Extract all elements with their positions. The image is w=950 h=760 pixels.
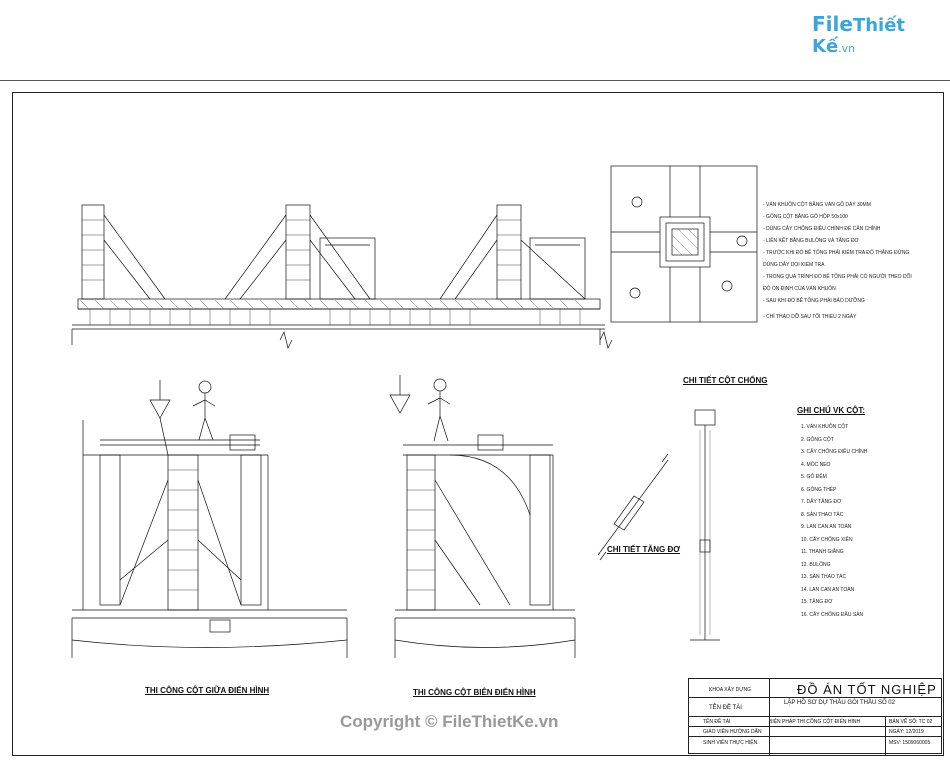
plan-note: - GÔNG CỘT BẰNG GỖ HỘP 50x100 [763,214,848,220]
note-item: 6. GÔNG THÉP [801,486,837,493]
logo-brand-text: Thiết Kế [812,15,906,57]
note-item: 4. MÓC NEO [801,461,831,468]
tb-topic-label: TÊN ĐỀ TÀI [709,705,742,711]
tb-left-label-2: TÊN ĐỀ TÀI [703,719,731,725]
tb-left-label-3: GIÁO VIÊN HƯỚNG DẪN [703,729,762,735]
drawing-frame [12,92,944,756]
edge-column-view [389,375,576,658]
note-item: 3. CÂY CHỐNG ĐIỀU CHỈNH [801,449,868,455]
section-title-edge-column: THI CÔNG CỘT BIÊN ĐIỂN HÌNH [413,688,536,697]
note-item: 16. CÂY CHỐNG ĐẦU SÀN [801,611,864,618]
note-item: 1. VÁN KHUÔN CỘT [801,424,849,430]
note-item: 15. TĂNG ĐƠ [801,599,833,605]
header-divider [0,80,950,81]
plan-note: - DÙNG CÂY CHỐNG ĐIỀU CHỈNH ĐỂ CĂN CHỈNH [763,226,881,232]
logo-file-text: File [812,12,853,36]
note-item: 7. DÂY TĂNG ĐƠ [801,499,842,505]
logo-tld-text: .vn [838,42,856,55]
tb-date: NGÀY: 12/2019 [889,729,924,735]
tb-subtitle: LẬP HỒ SƠ DỰ THẦU GÓI THẦU SỐ 02 [784,700,895,706]
note-item: 5. GỖ ĐỆM [801,474,827,480]
note-item: 13. SÀN THAO TÁC [801,574,847,580]
tb-student-id: MSV: 1509060005 [889,740,931,746]
elevation-view [71,204,613,350]
tb-left-label: KHOA XÂY DỰNG [709,687,751,693]
title-block: KHOA XÂY DỰNG ĐỒ ÁN TỐT NGHIỆP LẬP HỒ SƠ… [688,678,942,755]
note-item: 9. LAN CAN AN TOÀN [801,524,852,530]
section-title-turnbuckle: CHI TIẾT TĂNG ĐƠ [607,545,681,554]
column-support-detail [690,409,720,641]
note-item: 8. SÀN THAO TÁC [801,511,844,518]
plan-note: - SAU KHI ĐỔ BÊ TÔNG PHẢI BẢO DƯỠNG [763,298,865,304]
note-item: 2. GÔNG CỘT [801,436,834,443]
note-item: 14. LAN CAN AN TOÀN [801,586,855,593]
plan-note: - VÁN KHUÔN CỘT BẰNG VÁN GỖ DÀY 30MM [763,202,871,208]
plan-note: - TRONG QUÁ TRÌNH ĐỔ BÊ TÔNG PHẢI CÓ NGƯ… [763,274,912,280]
notes-list: 1. VÁN KHUÔN CỘT 2. GÔNG CỘT 3. CÂY CHỐN… [801,424,867,624]
tb-left-label-4: SINH VIÊN THỰC HIỆN [703,740,758,746]
plan-note: - CHỈ THÁO DỠ SAU TỐI THIỂU 2 NGÀY [763,314,857,320]
section-title-middle-column: THI CÔNG CỘT GIỮA ĐIỂN HÌNH [145,686,270,695]
note-item: 11. THANH GIẰNG [801,549,844,555]
note-item: 10. CÂY CHỐNG XIÊN [801,536,853,543]
middle-column-view [71,380,348,658]
plan-note: - LIÊN KẾT BẰNG BULÔNG VÀ TĂNG ĐƠ [763,238,859,244]
tb-sheet: BẢN VẼ SỐ: TC 02 [889,719,933,725]
tb-drawing-name: BIỆN PHÁP THI CÔNG CỘT ĐIỂN HÌNH [769,719,861,725]
notes-title: GHI CHÚ VK CỘT: [797,406,865,415]
copyright-watermark: Copyright © FileThietKe.vn [340,712,559,731]
brand-logo: FileThiết Kế.vn [812,12,942,57]
note-item: 12. BULÔNG [801,561,831,568]
turnbuckle-detail [597,453,669,561]
plan-detail [610,165,758,323]
plan-note: - TRƯỚC KHI ĐỔ BÊ TÔNG PHẢI KIỂM TRA ĐỘ … [763,250,910,256]
section-title-column-support: CHI TIẾT CỘT CHỐNG [683,376,768,385]
tb-main-title: ĐỒ ÁN TỐT NGHIỆP [797,682,937,697]
plan-note: DÙNG DÂY DỌI KIỂM TRA [763,262,825,268]
plan-note: ĐỘ ỔN ĐỊNH CỦA VÁN KHUÔN [763,286,836,292]
